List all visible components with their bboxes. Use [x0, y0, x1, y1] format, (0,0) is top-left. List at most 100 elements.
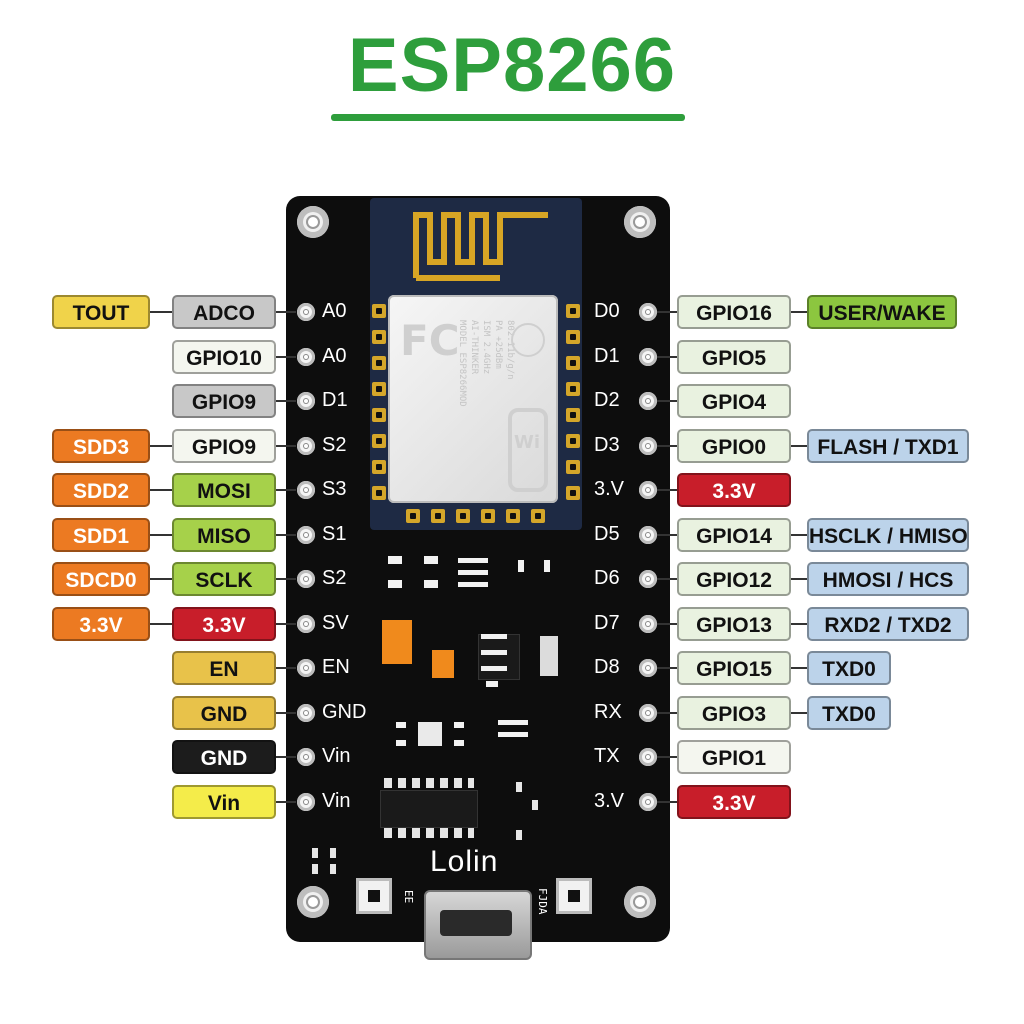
- right-outer-tag: TXD0: [807, 651, 891, 685]
- connector-line: [276, 667, 296, 669]
- pin-label-right: RX: [594, 700, 622, 723]
- module-pad: [372, 382, 386, 396]
- module-pad: [481, 509, 495, 523]
- pin-label-left: EN: [322, 656, 350, 678]
- left-inner-tag: GND: [172, 740, 276, 774]
- module-pad: [566, 460, 580, 474]
- connector-line: [150, 489, 172, 491]
- reset-button-label: FJDA: [536, 888, 549, 915]
- header-pin-left: [297, 792, 315, 811]
- connector-line: [791, 311, 807, 313]
- rf-shield-can: [388, 295, 558, 503]
- right-inner-tag: GPIO16: [677, 295, 791, 329]
- connector-line: [657, 355, 677, 358]
- pin-label-left: SV: [322, 611, 349, 634]
- connector-line: [791, 444, 807, 447]
- left-outer-tag: SDD1: [52, 517, 150, 552]
- capacitor-orange: [432, 650, 454, 678]
- module-pad: [406, 509, 420, 523]
- reset-button[interactable]: [556, 878, 592, 914]
- pin-label-right: D8: [594, 656, 620, 678]
- right-inner-tag: GPIO4: [677, 384, 791, 418]
- smd-component: [458, 558, 488, 563]
- module-pad: [372, 304, 386, 318]
- header-pin-left: [297, 481, 315, 499]
- module-pad: [372, 434, 386, 448]
- module-pad: [566, 356, 580, 370]
- smd-component: [458, 570, 488, 575]
- pin-label-right: TX: [594, 745, 620, 767]
- left-inner-tag: GPIO9: [172, 428, 276, 463]
- header-pin-left: [297, 570, 315, 588]
- smd-component: [396, 722, 406, 728]
- smd-component: [544, 560, 550, 572]
- left-outer-tag: 3.3V: [52, 606, 150, 641]
- connector-line: [657, 444, 677, 447]
- header-pin-left: [297, 525, 315, 544]
- pin-label-left: GND: [322, 700, 367, 723]
- connector-line: [657, 800, 677, 803]
- connector-line: [276, 489, 296, 491]
- connector-line: [276, 533, 296, 536]
- connector-line: [276, 711, 296, 714]
- connector-line: [150, 533, 172, 536]
- connector-line: [791, 578, 807, 580]
- pin-label-left: S3: [322, 478, 347, 500]
- pin-label-right: D2: [594, 389, 620, 411]
- connector-line: [276, 756, 296, 758]
- pin-label-left: S2: [322, 567, 347, 589]
- connector-line: [276, 444, 296, 447]
- smd-component: [498, 732, 528, 737]
- module-pad: [372, 460, 386, 474]
- connector-line: [150, 622, 172, 625]
- pin-label-left: D1: [322, 389, 348, 411]
- flash-button-label: EE: [402, 890, 415, 904]
- header-pin-right: [639, 436, 657, 455]
- left-inner-tag: GND: [172, 695, 276, 730]
- page-title: ESP8266: [347, 23, 677, 108]
- connector-line: [276, 311, 296, 313]
- left-outer-tag: TOUT: [52, 295, 150, 329]
- left-inner-tag: 3.3V: [172, 606, 276, 641]
- svg-text:AI-THINKER: AI-THINKER: [469, 320, 479, 375]
- smd-component: [424, 556, 438, 564]
- svg-text:PA +25dBm: PA +25dBm: [493, 320, 503, 369]
- mounting-hole-top-right: [624, 206, 656, 238]
- regulator-tab: [540, 636, 558, 676]
- module-pad: [456, 509, 470, 523]
- regulator-lead: [481, 666, 507, 671]
- svg-text:ISM 2.4GHz: ISM 2.4GHz: [481, 320, 491, 374]
- module-pad: [372, 356, 386, 370]
- header-pin-right: [639, 303, 657, 321]
- connector-line: [276, 622, 296, 625]
- header-pin-right: [639, 525, 657, 544]
- header-pin-left: [297, 659, 315, 677]
- module-pad: [506, 509, 520, 523]
- smd-component: [454, 722, 464, 728]
- connector-line: [657, 667, 677, 669]
- left-inner-tag: MISO: [172, 517, 276, 552]
- connector-line: [657, 578, 677, 580]
- header-pin-left: [297, 748, 315, 766]
- header-pin-right: [639, 481, 657, 499]
- header-pin-right: [639, 392, 657, 410]
- right-inner-tag: GPIO14: [677, 517, 791, 552]
- smd-component: [388, 556, 402, 564]
- left-inner-tag: MOSI: [172, 473, 276, 507]
- svg-text:MODEL ESP8266MOD: MODEL ESP8266MOD: [457, 320, 467, 407]
- smd-component: [424, 580, 438, 588]
- left-outer-tag: SDCD0: [52, 562, 150, 596]
- left-inner-tag: Vin: [172, 784, 276, 819]
- svg-text:Wi: Wi: [514, 432, 540, 453]
- module-pad: [566, 382, 580, 396]
- right-inner-tag: GPIO15: [677, 651, 791, 685]
- header-pin-right: [639, 703, 657, 722]
- left-inner-tag: ADCO: [172, 295, 276, 329]
- flash-button[interactable]: [356, 878, 392, 914]
- connector-line: [657, 311, 677, 313]
- smd-component: [418, 722, 442, 746]
- header-pin-right: [639, 659, 657, 677]
- right-inner-tag: GPIO13: [677, 606, 791, 641]
- left-inner-tag: EN: [172, 651, 276, 685]
- pin-label-right: D1: [594, 344, 620, 367]
